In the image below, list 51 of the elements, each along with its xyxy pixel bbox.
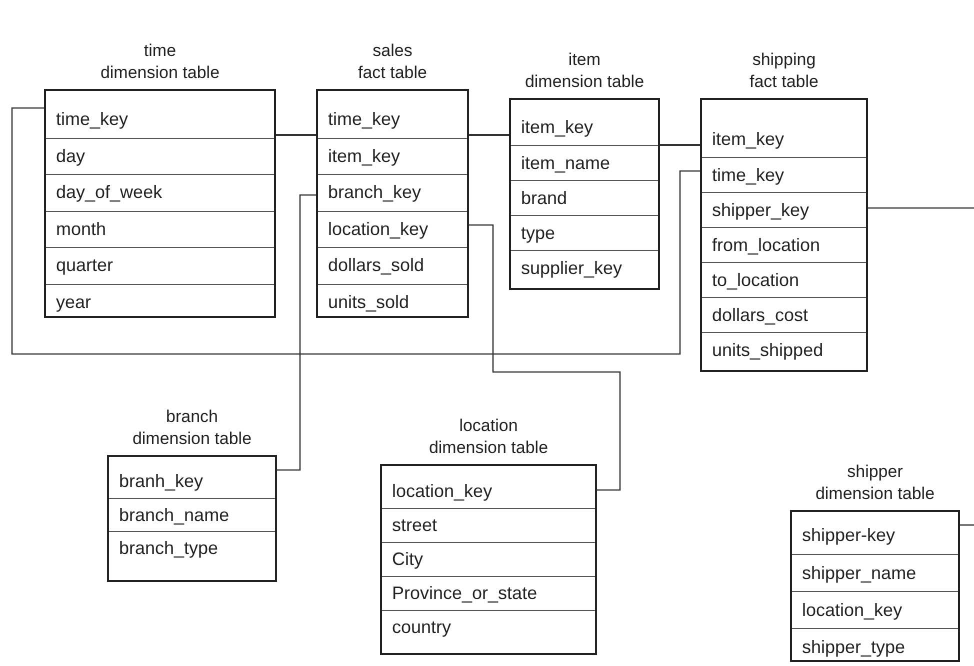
field-name: City (392, 549, 423, 570)
field-name: location_key (392, 480, 492, 502)
connector-line (469, 224, 621, 491)
field-name: branch_key (328, 182, 422, 204)
field-name: brand (521, 188, 568, 208)
field-name: dollars_cost (712, 304, 808, 326)
field-name: country (392, 617, 452, 638)
field-name: shipper_type (802, 636, 906, 658)
field-name: branch_name (119, 504, 230, 526)
field-name: time_key (328, 108, 400, 130)
field-name: units_sold (328, 292, 410, 313)
field-name: item_key (521, 117, 594, 138)
connector-line (660, 144, 700, 146)
field-name: dollars_sold (328, 255, 424, 276)
field-name: branh_key (119, 471, 204, 492)
field-name: location_key (328, 218, 428, 240)
field-name: shipper-key (802, 525, 896, 546)
field-name: supplier_key (521, 258, 622, 278)
table-heading: location dimension table (428, 415, 548, 459)
field-name: shipper_key (712, 200, 810, 220)
field-name: Province_or_state (392, 583, 538, 604)
table-heading: item dimension table (524, 49, 644, 93)
field-name: location_key (802, 600, 902, 620)
table-heading: branch dimension table (132, 406, 252, 450)
field-name: time_key (712, 164, 784, 186)
field-name: type (521, 222, 556, 244)
field-name: day_of_week (56, 182, 162, 204)
field-name: street (392, 515, 438, 536)
field-name: branch_type (119, 538, 218, 558)
connector-line (960, 524, 974, 526)
field-name: units_shipped (712, 340, 824, 360)
field-name: to_location (712, 270, 800, 290)
connector-line (277, 194, 316, 471)
table-heading: shipper dimension table (815, 461, 935, 505)
field-name: shipper_name (802, 562, 916, 584)
field-name: time_key (56, 108, 128, 130)
table-heading: shipping fact table (750, 49, 818, 93)
connector-line (868, 207, 974, 209)
field-name: from_location (712, 234, 820, 256)
table-heading: sales fact table (358, 40, 427, 84)
table-heading: time dimension table (100, 40, 220, 84)
field-name: item_key (328, 146, 400, 167)
field-name: quarter (56, 255, 114, 276)
connector-line (469, 134, 509, 136)
field-name: month (56, 218, 106, 240)
connector-line (11, 107, 700, 355)
field-name: day (56, 146, 86, 167)
connector-line (276, 134, 316, 136)
field-name: item_key (712, 129, 784, 150)
field-name: item_name (521, 152, 610, 174)
field-name: year (56, 292, 92, 313)
